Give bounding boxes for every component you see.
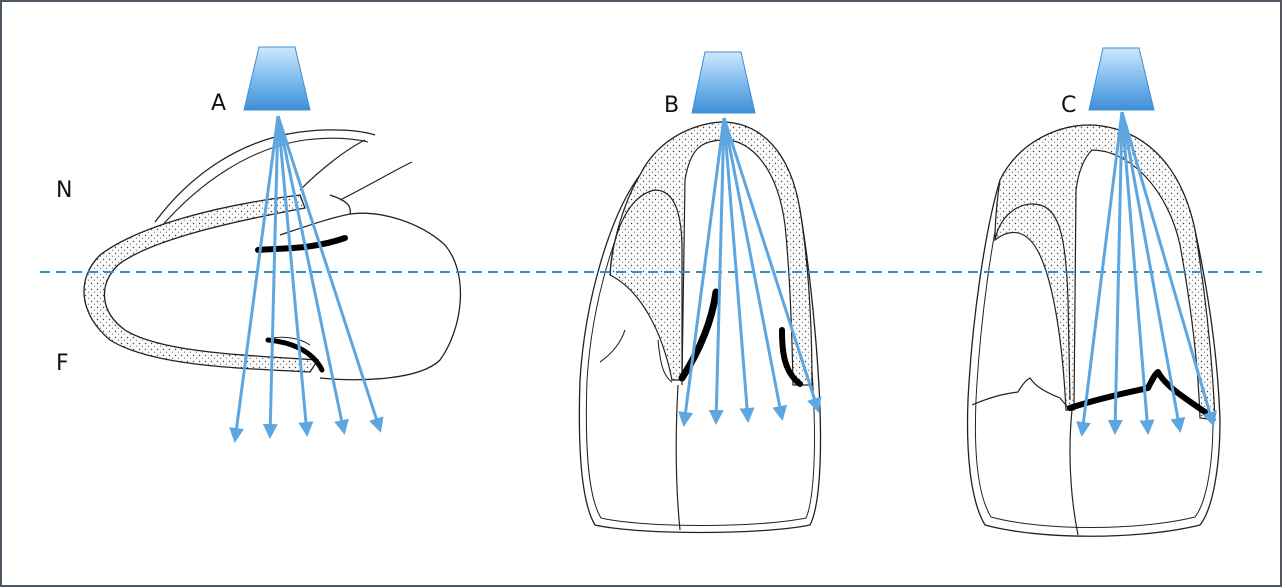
panel-b-label: B <box>664 93 679 118</box>
beam-arrow <box>278 116 344 432</box>
lower-label-f: F <box>56 351 69 376</box>
upper-label-n: N <box>56 178 72 203</box>
panel-a-label: A <box>211 91 226 116</box>
panel-c-label: C <box>1061 93 1076 118</box>
ultrasound-probe-icon <box>244 47 310 110</box>
ultrasound-probe-icon <box>1089 48 1154 110</box>
ultrasound-probe-icon <box>692 52 755 113</box>
beam-arrow <box>724 118 748 420</box>
beams-panel-a <box>235 116 380 440</box>
panel-b-drawing <box>579 122 820 533</box>
